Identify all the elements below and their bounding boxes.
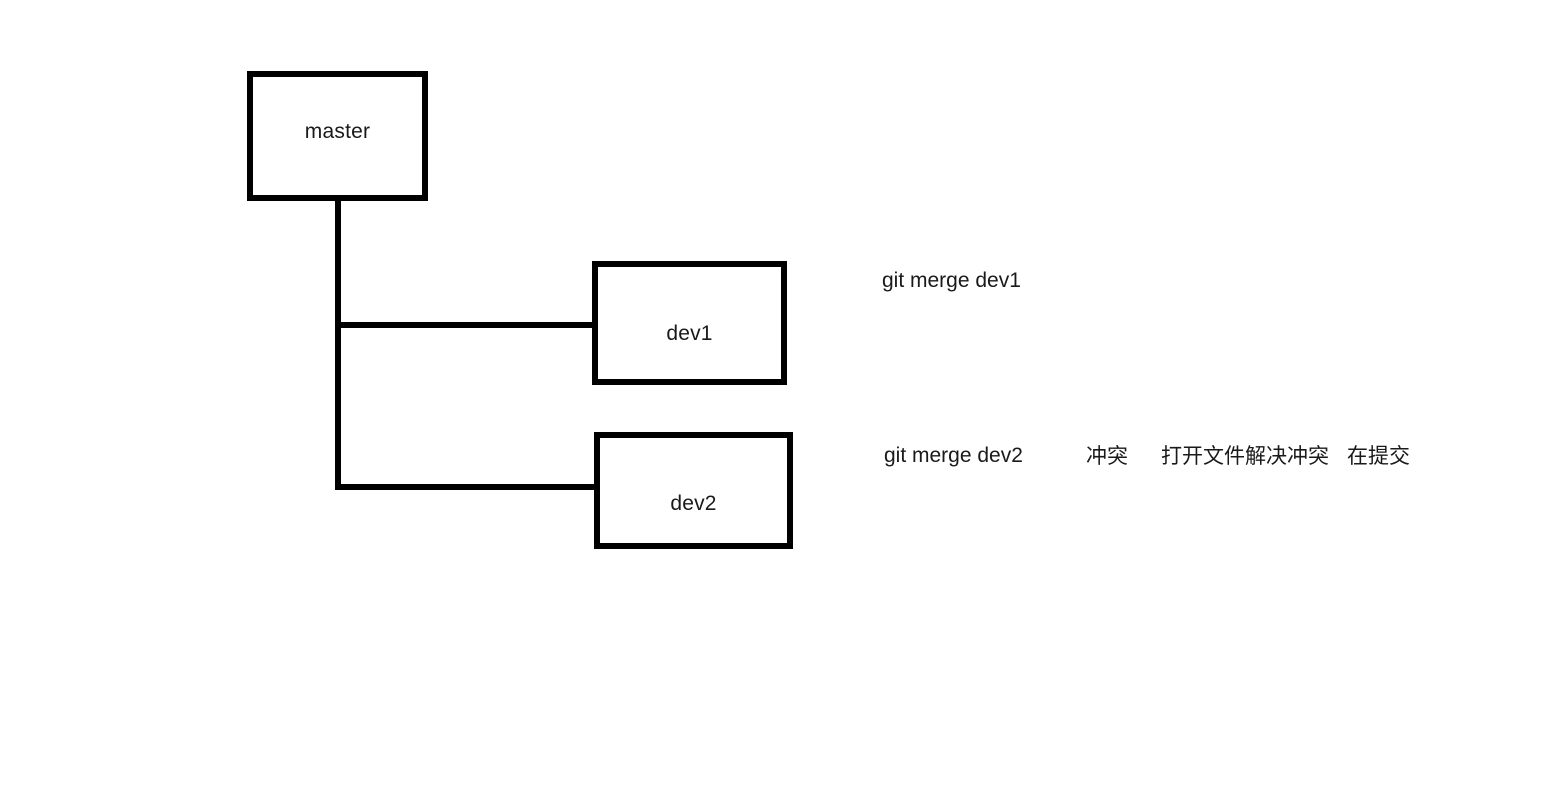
annotation-git-merge-dev2: git merge dev2	[884, 444, 1023, 467]
node-label-master: master	[304, 120, 371, 143]
annotation-git-merge-dev1: git merge dev1	[882, 269, 1021, 292]
node-label-dev2: dev2	[670, 492, 717, 515]
node-box-dev1[interactable]: dev1	[592, 261, 787, 385]
node-box-dev2[interactable]: dev2	[594, 432, 793, 549]
connector-master-trunk	[335, 198, 341, 490]
connector-trunk-to-dev1	[335, 322, 594, 328]
annotation-resolve-conflict: 打开文件解决冲突	[1161, 444, 1329, 468]
annotation-recommit: 在提交	[1347, 444, 1410, 468]
node-box-master[interactable]: master	[247, 71, 428, 201]
annotation-conflict: 冲突	[1086, 444, 1128, 468]
connector-trunk-to-dev2	[335, 484, 596, 490]
node-label-dev1: dev1	[666, 322, 713, 345]
